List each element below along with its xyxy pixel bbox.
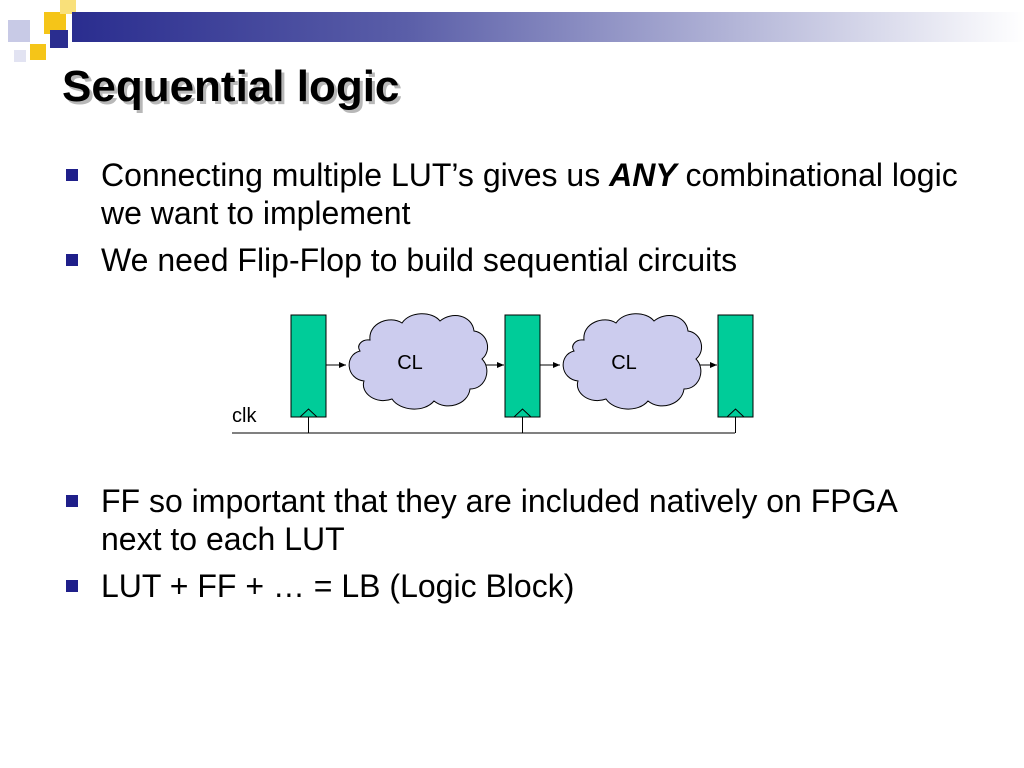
square-bullet-icon — [66, 495, 78, 507]
bullet-text: FF so important that they are included n… — [101, 483, 897, 557]
slide-title: Sequential logic — [62, 62, 400, 111]
corner-square-blue — [50, 30, 68, 48]
title-gradient-bar — [72, 12, 1024, 42]
square-bullet-icon — [66, 169, 78, 181]
bullet-list-bottom: FF so important that they are included n… — [60, 482, 960, 614]
corner-square-yellow — [44, 12, 66, 34]
bullet-item: We need Flip-Flop to build sequential ci… — [60, 241, 960, 279]
flip-flop-1 — [290, 314, 327, 418]
corner-square-yellow-small — [30, 44, 46, 60]
bullet-emphasis: ANY — [609, 157, 677, 193]
flip-flop-2 — [504, 314, 541, 418]
corner-decoration — [0, 0, 90, 70]
bullet-list-top: Connecting multiple LUT’s gives us ANY c… — [60, 156, 960, 288]
bullet-text: LUT + FF + … = LB (Logic Block) — [101, 568, 575, 604]
logic-cloud-1: CL — [348, 313, 489, 410]
bullet-text: combinational logic we want to implement — [101, 157, 958, 231]
bullet-item: LUT + FF + … = LB (Logic Block) — [60, 567, 960, 605]
corner-square-lightyellow — [60, 0, 76, 14]
square-bullet-icon — [66, 580, 78, 592]
corner-square-light — [8, 20, 30, 42]
clock-label: clk — [232, 405, 257, 427]
square-bullet-icon — [66, 254, 78, 266]
logic-cloud-2: CL — [562, 313, 703, 410]
flip-flop-3 — [717, 314, 754, 418]
bullet-item: FF so important that they are included n… — [60, 482, 960, 558]
sequential-circuit-diagram: CL CL clk — [232, 313, 754, 434]
logic-cloud-label: CL — [397, 352, 423, 374]
corner-square-light-small — [14, 50, 26, 62]
bullet-text: Connecting multiple LUT’s gives us — [101, 157, 610, 193]
clock-line — [232, 417, 736, 434]
bullet-item: Connecting multiple LUT’s gives us ANY c… — [60, 156, 960, 232]
logic-cloud-label: CL — [611, 352, 637, 374]
bullet-text: We need Flip-Flop to build sequential ci… — [101, 242, 738, 278]
